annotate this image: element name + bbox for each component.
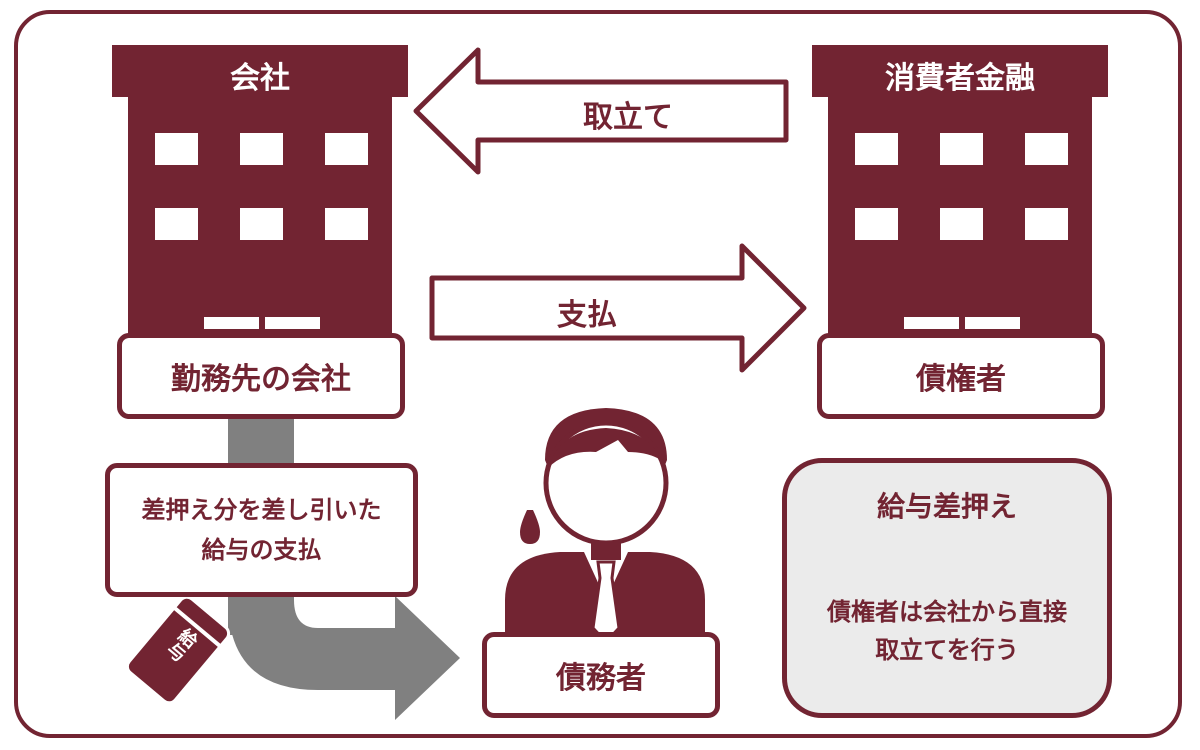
- collection-arrow: [413, 47, 789, 175]
- info-heading: 給与差押え: [876, 490, 1017, 523]
- payment-arrow: [429, 243, 807, 373]
- info-panel: 給与差押え 債権者は会社から直接 取立てを行う: [782, 458, 1112, 718]
- lender-label: 債権者: [916, 362, 1006, 397]
- lender-building: [812, 45, 1108, 335]
- salary-envelope-icon: [125, 595, 231, 705]
- diagram-frame: [14, 10, 1182, 738]
- collection-label: 取立て: [583, 100, 673, 135]
- lender-title: 消費者金融: [885, 61, 1035, 96]
- salary-note-box: 差押え分を差し引いた 給与の支払: [105, 463, 418, 597]
- salary-note-line-2: 給与の支払: [201, 536, 322, 564]
- payment-label: 支払: [557, 298, 617, 333]
- info-text: 債権者は会社から直接 取立てを行う: [787, 593, 1107, 669]
- debtor-label-box: 債務者: [482, 632, 720, 718]
- debtor-person-icon: [505, 408, 705, 645]
- lender-label-box: 債権者: [817, 333, 1105, 419]
- salary-note-line-1: 差押え分を差し引いた: [141, 496, 382, 524]
- company-label: 勤務先の会社: [171, 362, 351, 397]
- sweat-drop-icon: [520, 510, 540, 544]
- company-label-box: 勤務先の会社: [117, 333, 405, 419]
- debtor-label: 債務者: [556, 661, 646, 696]
- company-title: 会社: [230, 61, 290, 96]
- info-line-2: 取立てを行う: [875, 636, 1019, 664]
- info-line-1: 債権者は会社から直接: [827, 598, 1067, 626]
- company-building: [112, 45, 408, 335]
